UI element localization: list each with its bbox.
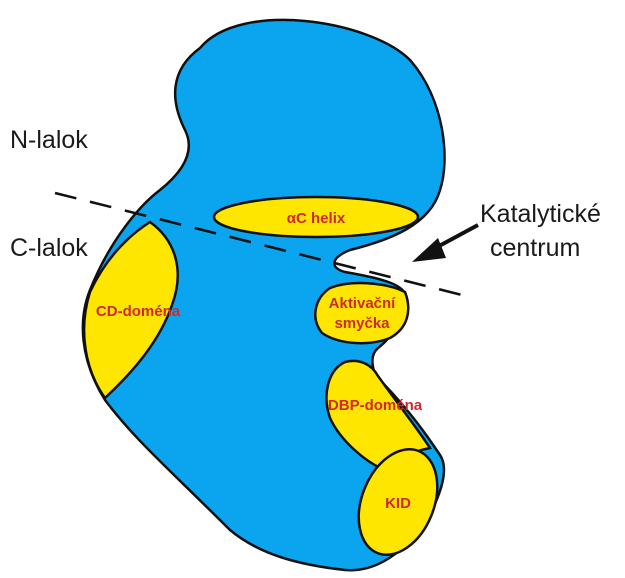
catalytic-center-label-line1: Katalytické [480, 200, 601, 228]
ac-helix-label: αC helix [287, 210, 346, 227]
c-lobe-label: C-lalok [10, 234, 88, 262]
catalytic-center-label-line2: centrum [490, 234, 580, 262]
cd-domain-label: CD-doména [96, 303, 181, 320]
activation-loop-label-line1: Aktivační [329, 295, 397, 312]
dbp-domain-label: DBP-doména [328, 397, 423, 414]
activation-loop-label-line2: smyčka [334, 315, 390, 332]
catalytic-arrow-head [412, 238, 446, 262]
activation-loop-shape [315, 283, 408, 343]
n-lobe-label: N-lalok [10, 126, 88, 154]
kid-label: KID [385, 495, 411, 512]
